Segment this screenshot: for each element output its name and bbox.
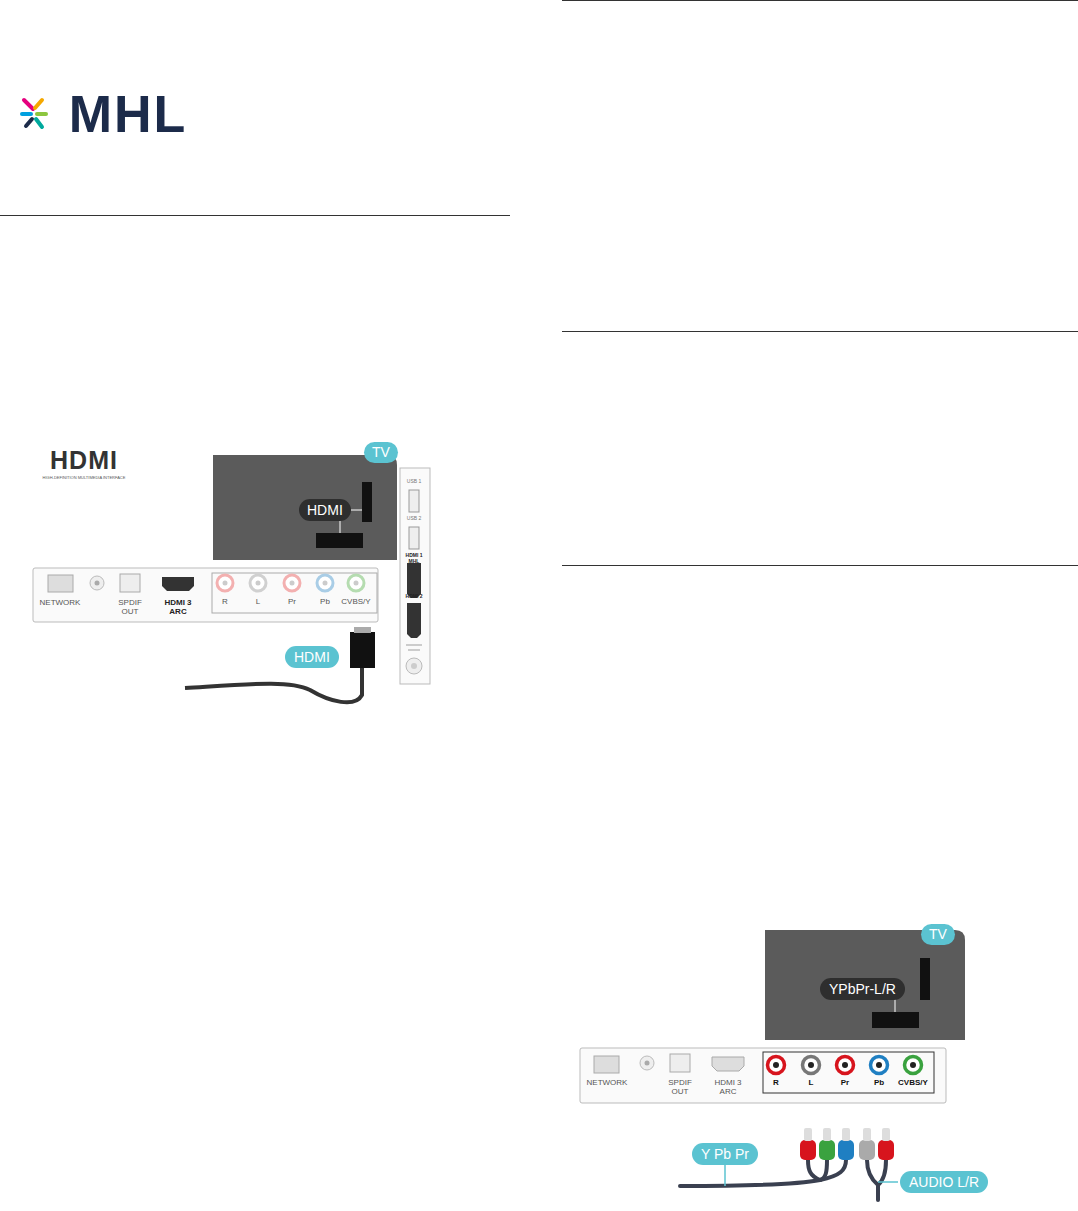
plug-tip (863, 1128, 871, 1141)
plug-tip (882, 1128, 890, 1141)
badge-text: TV (929, 926, 947, 942)
rca-jack (871, 1057, 888, 1074)
port-label: R (218, 598, 232, 607)
mhl-logo: MHL (28, 88, 228, 140)
port-label: HIGH-DEFINITION MULTIMEDIA INTERFACE (24, 476, 144, 480)
rca-jack (284, 575, 300, 591)
port-label: HDMI 1 MHL (400, 553, 428, 564)
port-label: Pb (872, 1079, 886, 1088)
plug-tip (804, 1128, 812, 1141)
callout-badge: HDMI (285, 646, 339, 668)
badge-text: AUDIO L/R (909, 1174, 979, 1190)
callout-badge: AUDIO L/R (900, 1171, 988, 1193)
rca-plug (819, 1140, 835, 1160)
rca-jack (837, 1057, 854, 1074)
callout-badge: TV (921, 924, 955, 945)
rca-jack (323, 581, 328, 586)
port-label: USB 1 (400, 479, 428, 485)
rca-plug (859, 1140, 875, 1160)
callout-badge: YPbPr-L/R (820, 978, 905, 1000)
port-label: SPDIF OUT (115, 599, 145, 617)
badge-text: Y Pb Pr (701, 1146, 749, 1162)
port-label: L (804, 1079, 818, 1088)
rca-jack (905, 1057, 922, 1074)
rca-jack (223, 581, 228, 586)
port-label: CVBS/Y (893, 1079, 933, 1088)
port-label: USB 2 (400, 516, 428, 522)
rca-jack (250, 575, 266, 591)
port-label: NETWORK (582, 1079, 632, 1088)
plug-tip (823, 1128, 831, 1141)
port-label: HDMI 3 ARC (713, 1079, 743, 1097)
rca-jack (217, 575, 233, 591)
hdmi-logo: HDMI (24, 448, 144, 473)
badge-text: HDMI (294, 649, 330, 665)
rca-jack (290, 581, 295, 586)
rca-jack (910, 1062, 916, 1068)
port-label: L (251, 598, 265, 607)
port-label: R (769, 1079, 783, 1088)
callout-badge: HDMI (299, 499, 351, 521)
port-label: HDMI 2 (400, 594, 428, 600)
port-label: Pr (285, 598, 299, 607)
rca-jack (842, 1062, 848, 1068)
port-label: Pb (318, 598, 332, 607)
callout-badge: TV (364, 442, 398, 463)
badge-text: YPbPr-L/R (829, 981, 896, 997)
rca-jack (803, 1057, 820, 1074)
rca-plug (800, 1140, 816, 1160)
callout-badge: Y Pb Pr (692, 1143, 758, 1165)
badge-text: HDMI (307, 502, 343, 518)
rca-plug (838, 1140, 854, 1160)
rca-jack (808, 1062, 814, 1068)
badge-text: TV (372, 444, 390, 460)
rca-jack (256, 581, 261, 586)
plug-tip (842, 1128, 850, 1141)
port-label: SPDIF OUT (665, 1079, 695, 1097)
rca-jack (348, 575, 364, 591)
rca-jack (876, 1062, 882, 1068)
rca-plug (878, 1140, 894, 1160)
port-label: Pr (838, 1079, 852, 1088)
port-label: CVBS/Y (336, 598, 376, 607)
rca-jack (768, 1057, 785, 1074)
port-label: HDMI 3 ARC (163, 599, 193, 617)
rca-jack (773, 1062, 779, 1068)
rca-jack (317, 575, 333, 591)
port-label: NETWORK (35, 599, 85, 608)
rca-jack (354, 581, 359, 586)
